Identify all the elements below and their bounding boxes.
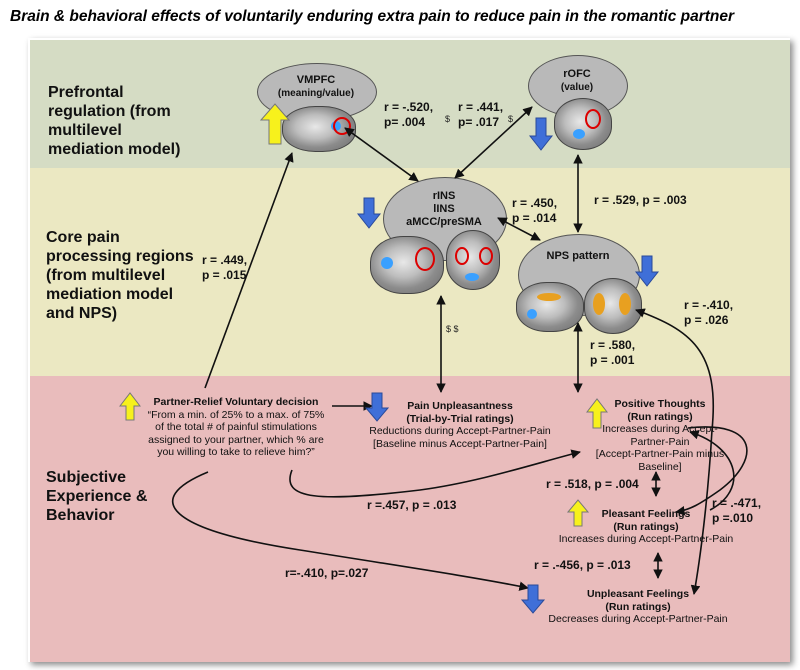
dagger-ins-pain: $ $ [446, 324, 459, 334]
stat-positive-pain: r =.457, p = .013 [367, 498, 457, 512]
vmpfc-brain-image [282, 106, 356, 152]
pain-unpleasantness-node: Pain Unpleasantness (Trial-by-Trial rati… [369, 400, 551, 450]
stat-decision-vmpfc: r = .449,p = .015 [202, 253, 248, 282]
up-arrows [118, 103, 609, 527]
positive-unpleasant-link [675, 426, 748, 516]
dagger-ins-rofc: $ [508, 114, 514, 124]
stat-nps-unpleasant: r = -.410,p = .026 [684, 298, 734, 327]
pleasant-up-arrow [566, 499, 590, 527]
stat-nps-positive: r = .580,p = .001 [590, 338, 636, 367]
rofc-brain-image [554, 98, 612, 150]
nps-axial-brain-image-1 [584, 278, 642, 334]
ins-sagittal-brain-image [370, 236, 444, 294]
unpleasant-down-arrow [520, 584, 546, 614]
decision-unpleasant-link [172, 471, 529, 591]
decision-up-arrow [118, 392, 142, 421]
vmpfc-up-arrow [259, 103, 291, 145]
rofc-label: rOFC(value) [560, 68, 594, 93]
pain-down-arrow [364, 392, 390, 422]
positive-up-arrow [585, 398, 609, 429]
dagger-vmpfc-ins: $ [445, 114, 451, 124]
vmpfc-ins-link [344, 127, 419, 182]
stat-positive-unpleasant: r = .-471,p =.010 [712, 496, 762, 525]
stat-rofc-nps: r = .529, p = .003 [594, 193, 687, 207]
rofc-down-arrow [528, 117, 554, 151]
stat-vmpfc-ins: r = -.520,p= .004 [384, 100, 434, 129]
nps-label: NPS pattern [546, 250, 610, 262]
positive-thoughts-node: Positive Thoughts (Run ratings) Increase… [595, 398, 725, 473]
figure-title: Brain & behavioral effects of voluntaril… [10, 8, 735, 25]
stat-ins-rofc: r = .441,p= .017 [458, 100, 504, 129]
nps-down-arrow [634, 255, 660, 287]
ins-rofc-link [454, 106, 533, 179]
stat-positive-pleasant: r = .518, p = .004 [546, 477, 639, 491]
ins-axial-brain-image [446, 230, 500, 290]
stat-decision-unpleasant: r=-.410, p=.027 [285, 566, 369, 580]
partner-relief-node: Partner-Relief Voluntary decision “From … [147, 396, 325, 458]
unpleasant-feelings-node: Unpleasant Feelings (Run ratings) Decrea… [548, 588, 728, 625]
ins-down-arrow [356, 197, 382, 229]
nps-unpleasant-link [635, 308, 714, 595]
pleasant-feelings-node: Pleasant Feelings (Run ratings) Increase… [558, 508, 734, 545]
vmpfc-label: VMPFC(meaning/value) [277, 74, 355, 99]
positive-pain-link [289, 449, 581, 498]
positive-unpleasant-loop [689, 430, 735, 511]
stat-pleasant-unpleasant: r = .-456, p = .013 [534, 558, 631, 572]
stat-ins-nps: r = .450,p = .014 [512, 196, 558, 225]
ins-nps-link [497, 217, 541, 241]
nps-sagittal-brain-image [516, 282, 584, 332]
decision-vmpfc-link [204, 152, 294, 389]
down-arrows [356, 117, 660, 614]
